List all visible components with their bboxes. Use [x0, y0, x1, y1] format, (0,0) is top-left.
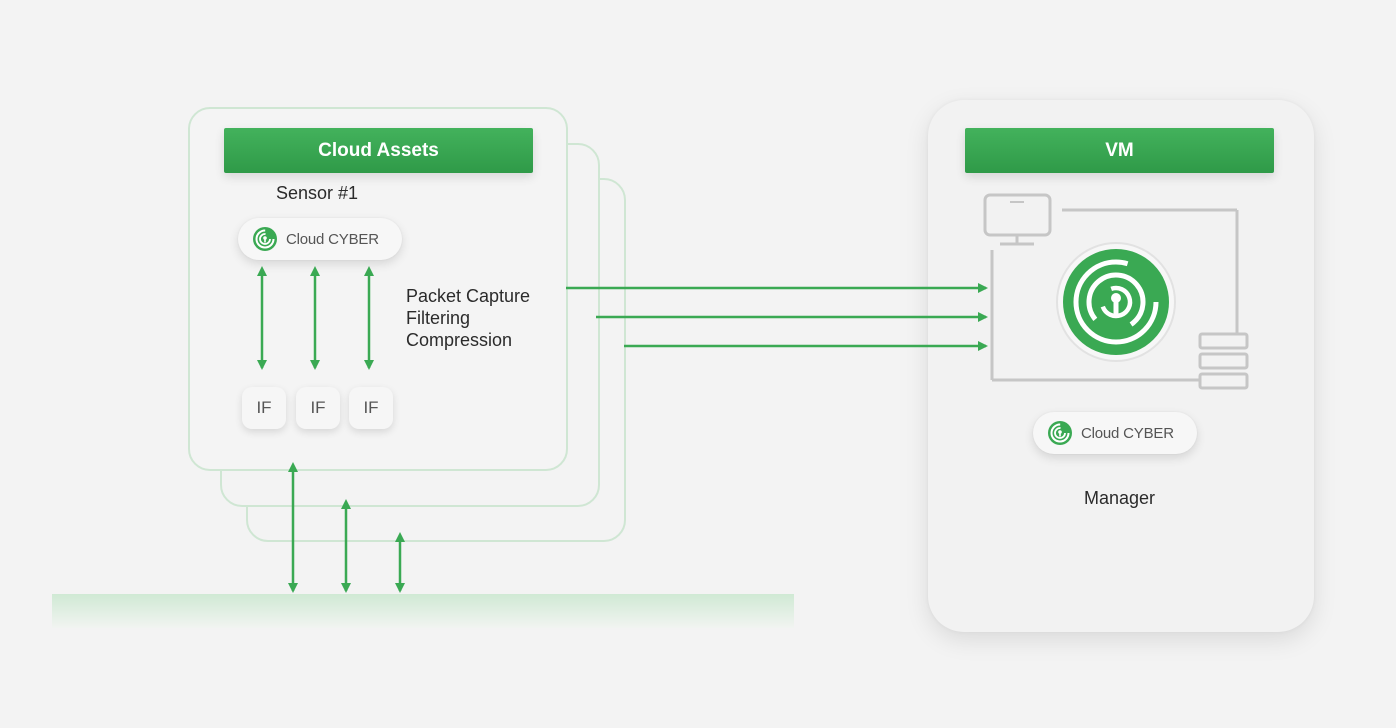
interface-box: IF	[296, 387, 340, 429]
network-ground	[52, 594, 794, 628]
vm-header: VM	[965, 128, 1274, 173]
cloudcyber-large-logo-icon	[1056, 242, 1176, 362]
manager-label: Manager	[1084, 488, 1156, 508]
cloudcyber-logo-icon	[1048, 421, 1072, 445]
sensor-features: Packet Capture Filtering Compression	[406, 285, 530, 351]
feature-packet-capture: Packet Capture	[406, 286, 531, 306]
cloudcyber-logo-icon	[253, 227, 277, 251]
sensor-title: Sensor #1	[276, 183, 359, 203]
server-icon	[1198, 332, 1249, 350]
logo-text: Cloud CYBER	[1081, 424, 1174, 442]
interface-box: IF	[349, 387, 393, 429]
feature-filtering: Filtering	[406, 308, 471, 328]
interface-box: IF	[242, 387, 286, 429]
feature-compression: Compression	[406, 330, 513, 350]
cloud-assets-header: Cloud Assets	[224, 128, 533, 173]
logo-text: Cloud CYBER	[286, 230, 379, 248]
sensor-logo-pill: Cloud CYBER	[238, 218, 402, 260]
manager-logo-pill: Cloud CYBER	[1033, 412, 1197, 454]
